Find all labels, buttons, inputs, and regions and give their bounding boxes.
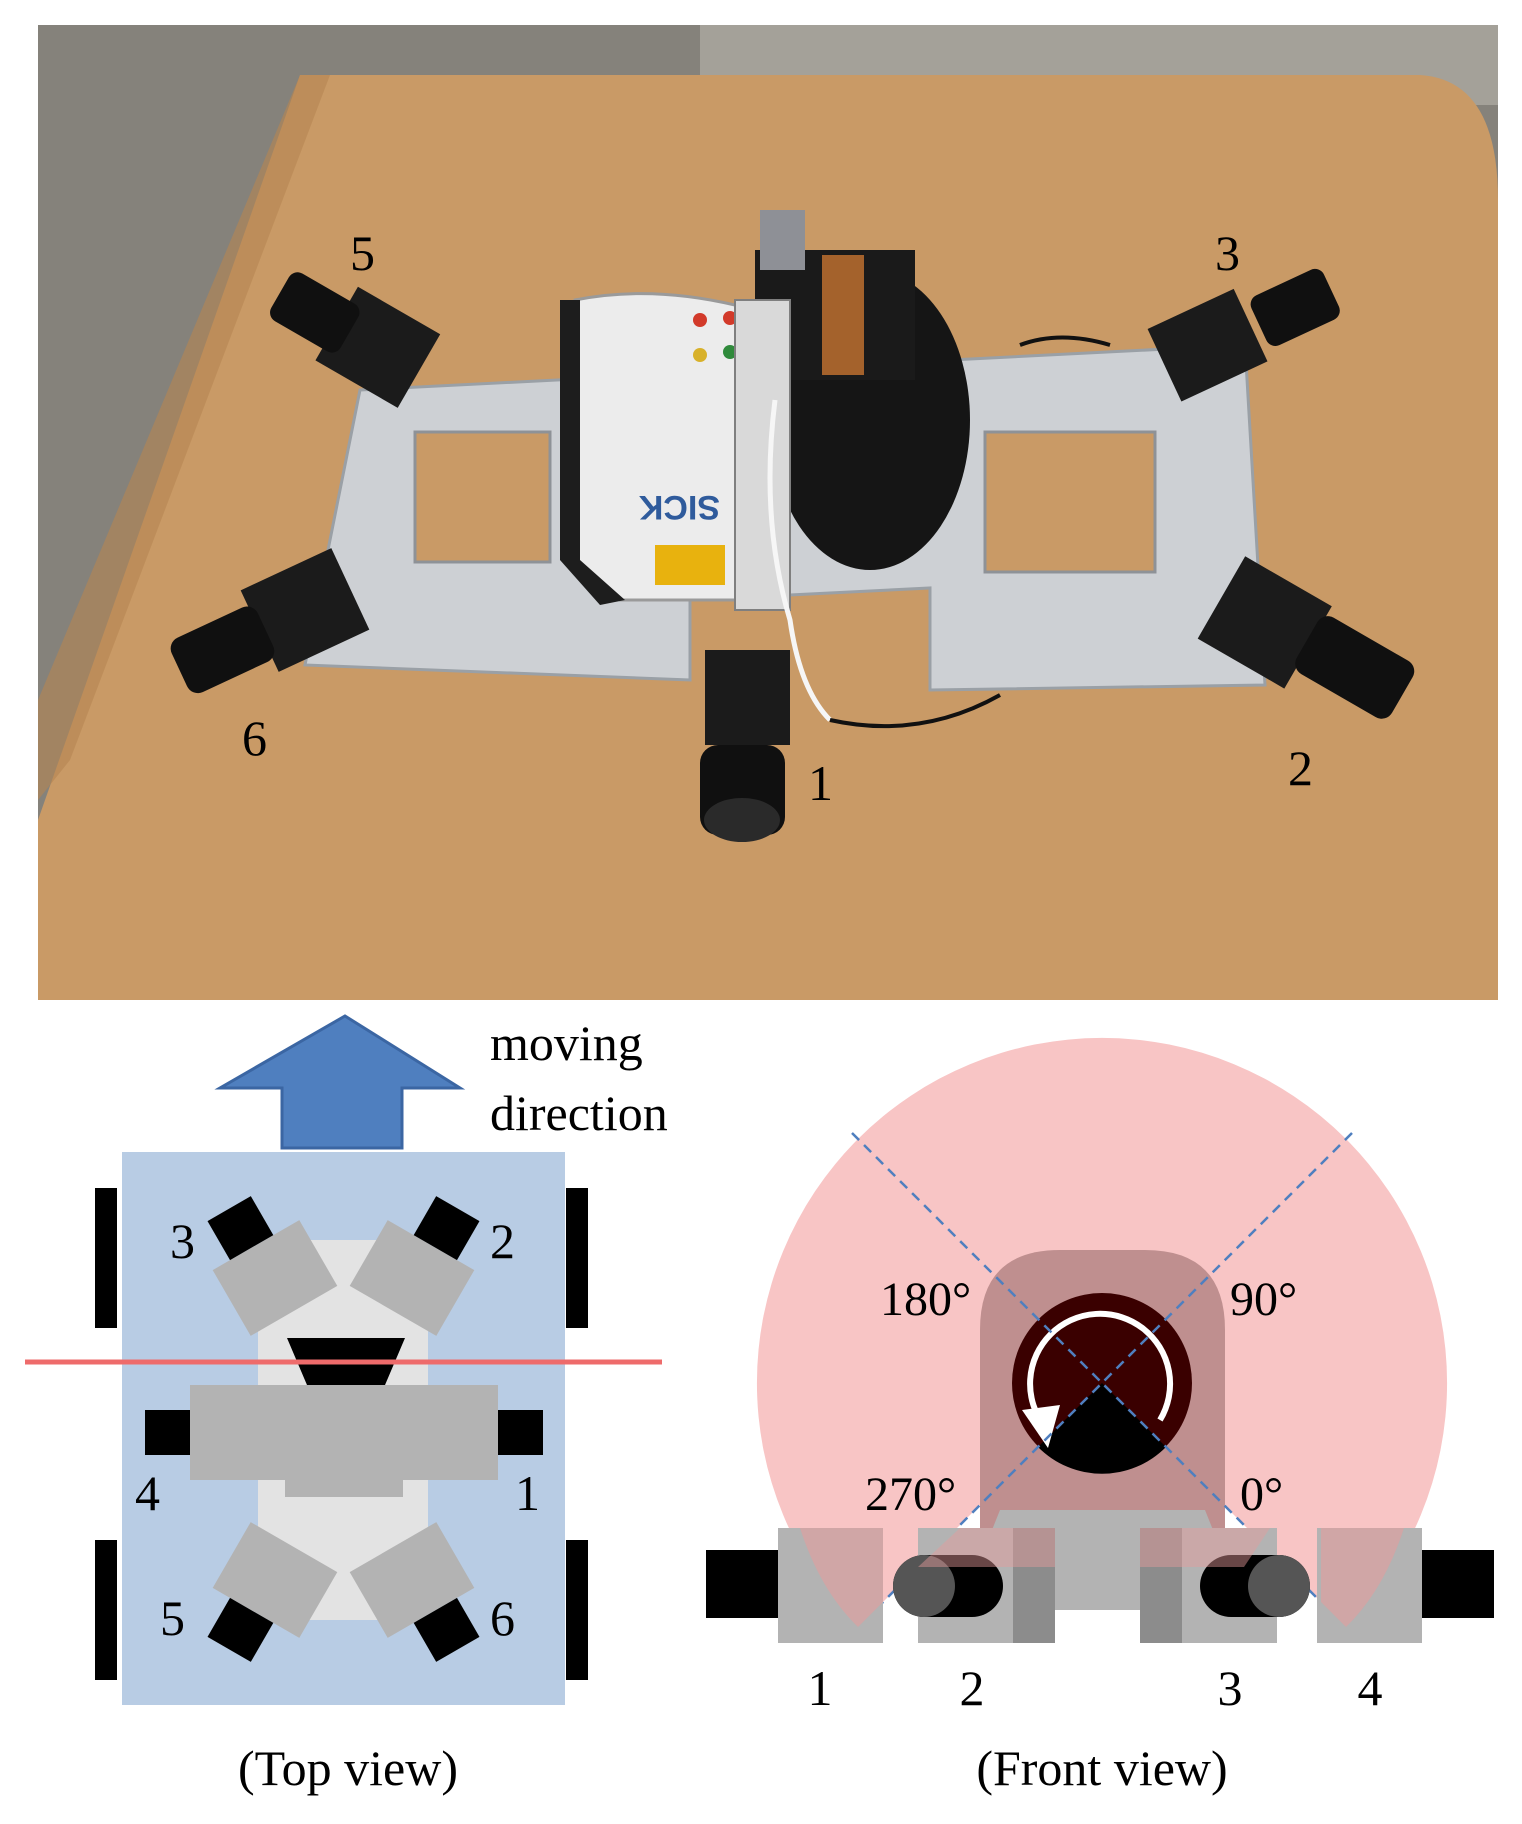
photo-camera-3 <box>1147 268 1340 402</box>
front-camera-1-lens <box>706 1550 778 1618</box>
front-label-1: 1 <box>808 1660 833 1716</box>
photo-scanner-led-1 <box>693 313 707 327</box>
top-label-3: 3 <box>170 1213 195 1269</box>
photo-camera-5-lens <box>270 272 360 353</box>
top-camera-3-body <box>212 1220 338 1336</box>
photo-camera-6-body <box>240 548 370 672</box>
front-label-2: 2 <box>960 1660 985 1716</box>
moving-direction-label-line1: moving <box>490 1015 643 1071</box>
top-camera-3-lens <box>207 1196 274 1261</box>
angle-label-270: 270° <box>865 1468 956 1521</box>
photo-cable-black <box>829 693 1001 729</box>
photo-camera-6-lens <box>170 606 275 694</box>
top-camera-4-body <box>190 1385 285 1480</box>
photo-camera-3-lens <box>1250 268 1340 346</box>
angle-label-180: 180° <box>880 1273 971 1326</box>
angle-label-90: 90° <box>1230 1273 1297 1326</box>
photo-label-5: 5 <box>350 225 375 281</box>
top-center-block <box>285 1385 403 1497</box>
photo-panel: SICK 5 <box>38 25 1498 1000</box>
top-camera-6 <box>349 1522 480 1662</box>
top-camera-2-lens <box>413 1196 480 1261</box>
photo-scanner-top-bracket <box>760 210 805 270</box>
photo-camera-1-body <box>705 650 790 745</box>
top-camera-2-body <box>349 1220 475 1336</box>
front-camera-2-lens-glass <box>893 1555 955 1617</box>
photo-camera-6 <box>170 548 370 694</box>
front-camera-4-lens <box>1422 1550 1494 1618</box>
photo-scanner-led-2 <box>723 311 737 325</box>
top-camera-1-lens <box>498 1410 543 1455</box>
front-label-4: 4 <box>1358 1660 1383 1716</box>
photo-camera-3-body <box>1147 288 1268 402</box>
top-label-6: 6 <box>490 1590 515 1646</box>
field-of-view-overlap-right <box>1321 1528 1404 1627</box>
photo-brand-text: SICK <box>638 488 720 526</box>
top-camera-6-lens <box>413 1597 480 1662</box>
angle-label-0: 0° <box>1240 1468 1283 1521</box>
photo-scanner-warning-label <box>655 545 725 585</box>
wheel-rear-left <box>95 1540 117 1680</box>
wheel-front-left <box>95 1188 117 1328</box>
front-scanner-rotor-blind-spot <box>1038 1383 1166 1474</box>
top-camera-4-lens <box>145 1410 190 1455</box>
front-view-diagram: 180° 90° 270° 0° 1 2 3 4 (Front view) <box>706 1037 1494 1796</box>
photo-scanner-led-4 <box>723 345 737 359</box>
field-of-view-overlap-cam3 <box>1140 1528 1270 1567</box>
moving-direction-arrow <box>214 1014 466 1150</box>
top-camera-2 <box>349 1196 480 1336</box>
top-view-diagram: moving direction <box>25 1014 668 1796</box>
wheel-front-right <box>566 1188 588 1328</box>
photo-plate-cutout-right <box>983 430 1157 574</box>
top-label-1: 1 <box>515 1465 540 1521</box>
top-camera-5-body <box>212 1522 338 1638</box>
photo-label-6: 6 <box>242 710 267 766</box>
photo-scanner-black-side <box>560 300 625 605</box>
rotation-arrowhead <box>1022 1405 1060 1448</box>
front-camera-3-lens-glass <box>1248 1555 1310 1617</box>
photo-label-3: 3 <box>1215 225 1240 281</box>
photo-camera-2 <box>1197 556 1415 719</box>
photo-scanner-bracket <box>734 299 791 611</box>
field-of-view-overlap-left <box>800 1528 883 1627</box>
photo-camera-1-lens-front <box>704 798 780 842</box>
front-camera-3-back <box>1140 1528 1182 1643</box>
photo-label-2: 2 <box>1288 740 1313 796</box>
photo-table-shade <box>38 75 330 800</box>
front-camera-2-back <box>1013 1528 1055 1643</box>
moving-direction-label-line2: direction <box>490 1085 668 1141</box>
wheel-rear-right <box>566 1540 588 1680</box>
top-camera-5-lens <box>207 1597 274 1662</box>
photo-motor-copper <box>822 255 864 375</box>
top-camera-6-body <box>349 1522 475 1638</box>
photo-camera-2-lens <box>1295 616 1415 719</box>
top-label-2: 2 <box>490 1213 515 1269</box>
photo-label-1: 1 <box>808 755 833 811</box>
top-label-4: 4 <box>135 1465 160 1521</box>
field-of-view-overlap-cam2 <box>918 1528 1055 1567</box>
photo-cable-white <box>767 399 832 722</box>
photo-camera-5 <box>270 272 441 408</box>
top-view-caption: (Top view) <box>238 1740 458 1796</box>
top-camera-1-body <box>403 1385 498 1480</box>
front-label-3: 3 <box>1218 1660 1243 1716</box>
top-label-5: 5 <box>160 1590 185 1646</box>
photo-plate-cutout-left <box>413 430 552 564</box>
photo-scanner-led-3 <box>693 348 707 362</box>
top-camera-5 <box>207 1522 338 1662</box>
rotation-arrow <box>1027 1310 1173 1429</box>
top-camera-3 <box>207 1196 338 1336</box>
front-view-caption: (Front view) <box>976 1740 1227 1796</box>
photo-cable-black-top <box>1019 335 1111 347</box>
photo-camera-1 <box>700 650 790 842</box>
